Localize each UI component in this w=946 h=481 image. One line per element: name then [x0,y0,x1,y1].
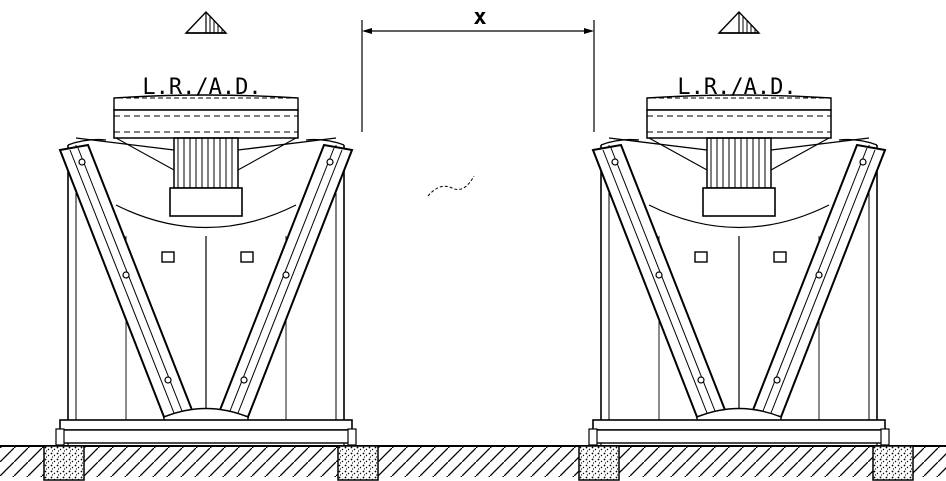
spacing-dimension [361,20,595,132]
unit-label-right: L.R./A.D. [677,75,796,100]
ground-hatching [0,447,946,477]
airflow-mark [427,175,475,197]
foundation-block [43,445,85,481]
unit-label-left: L.R./A.D. [142,75,261,100]
foundation-block [337,445,379,481]
dimension-label: x [473,5,486,30]
foundation-block [578,445,620,481]
foundation-block [872,445,914,481]
